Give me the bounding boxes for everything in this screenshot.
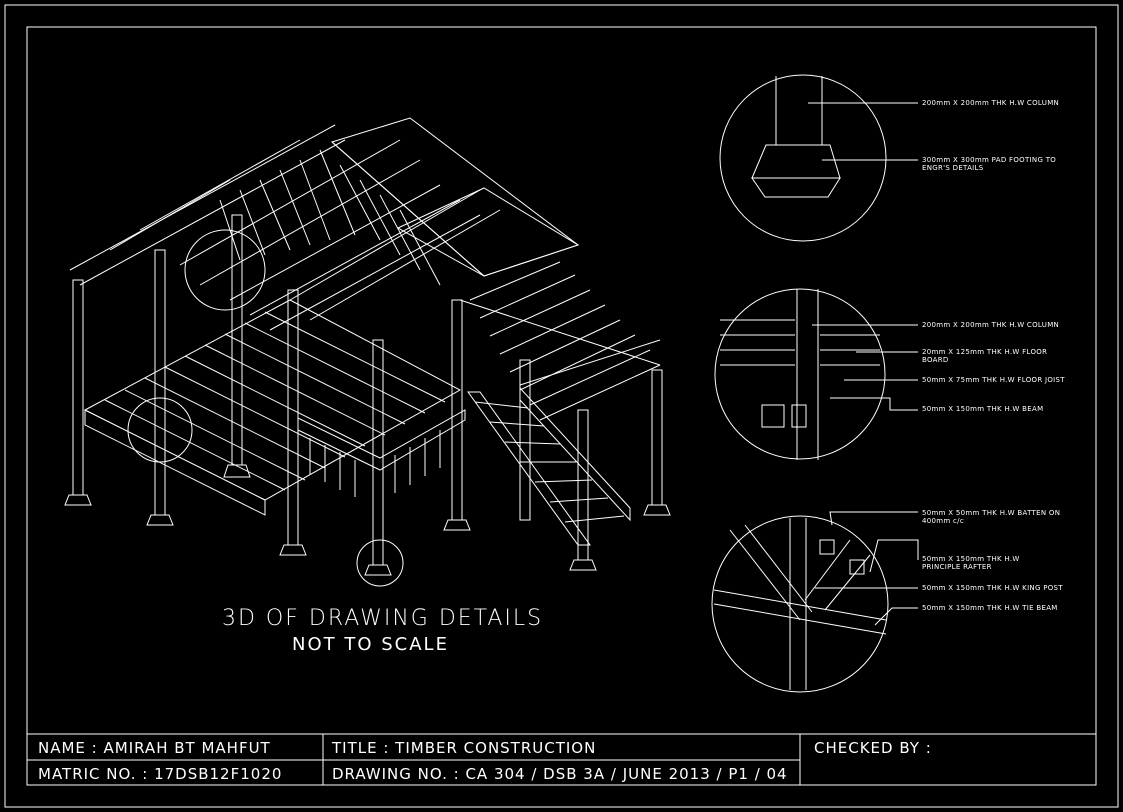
detail-beam-label: 50mm X 150mm THK H.W BEAM: [922, 405, 1044, 413]
detail-batten-label: 50mm X 50mm THK H.W BATTEN ON 400mm c/c: [922, 509, 1061, 525]
floor-boards: [104, 311, 446, 491]
inner-border: [26, 26, 1097, 786]
detail-floor-column-label: 200mm X 200mm THK H.W COLUMN: [922, 321, 1060, 329]
pergola-rafters: [459, 261, 661, 421]
pad-footings: [64, 464, 671, 576]
detail-footing-label: 300mm X 300mm PAD FOOTING TO ENGR'S DETA…: [922, 156, 1057, 172]
drawing-subtitle: NOT TO SCALE: [292, 634, 449, 655]
title-block-title: TITLE : TIMBER CONSTRUCTION: [332, 739, 597, 757]
stair: [467, 386, 631, 546]
title-block-lines: [27, 733, 1096, 785]
columns: [72, 214, 663, 566]
detail-king-post-label: 50mm X 150mm THK H.W KING POST: [922, 584, 1063, 592]
detail-floor-joist-label: 50mm X 75mm THK H.W FLOOR JOIST: [922, 376, 1065, 384]
outer-border: [4, 4, 1119, 808]
title-block-name: NAME : AMIRAH BT MAHFUT: [38, 739, 271, 757]
floor-deck-edge: [84, 409, 266, 516]
title-block-drawing-no: DRAWING NO. : CA 304 / DSB 3A / JUNE 201…: [332, 765, 788, 783]
detail-column-footing: [719, 74, 918, 242]
drawing-title: 3D OF DRAWING DETAILS: [222, 606, 544, 631]
detail-floor-board-label: 20mm X 125mm THK H.W FLOOR BOARD: [922, 348, 1048, 364]
detail-bubble-footing: [356, 539, 404, 587]
detail-rafter-label: 50mm X 150mm THK H.W PRINCIPLE RAFTER: [922, 555, 1020, 571]
detail-column-label: 200mm X 200mm THK H.W COLUMN: [922, 99, 1060, 107]
title-block-matric: MATRIC NO. : 17DSB12F1020: [38, 765, 283, 783]
isometric-structure: [64, 117, 671, 587]
detail-bubble-floor: [127, 397, 193, 463]
roof-plane-lower: [396, 187, 580, 277]
detail-roof-truss: [711, 511, 919, 693]
roof-trusses: [69, 124, 501, 331]
detail-tie-beam-label: 50mm X 150mm THK H.W TIE BEAM: [922, 604, 1058, 612]
title-block-checked-by: CHECKED BY :: [814, 739, 932, 757]
detail-floor: [714, 288, 918, 460]
railings: [297, 409, 466, 497]
detail-bubble-roof: [184, 229, 266, 311]
